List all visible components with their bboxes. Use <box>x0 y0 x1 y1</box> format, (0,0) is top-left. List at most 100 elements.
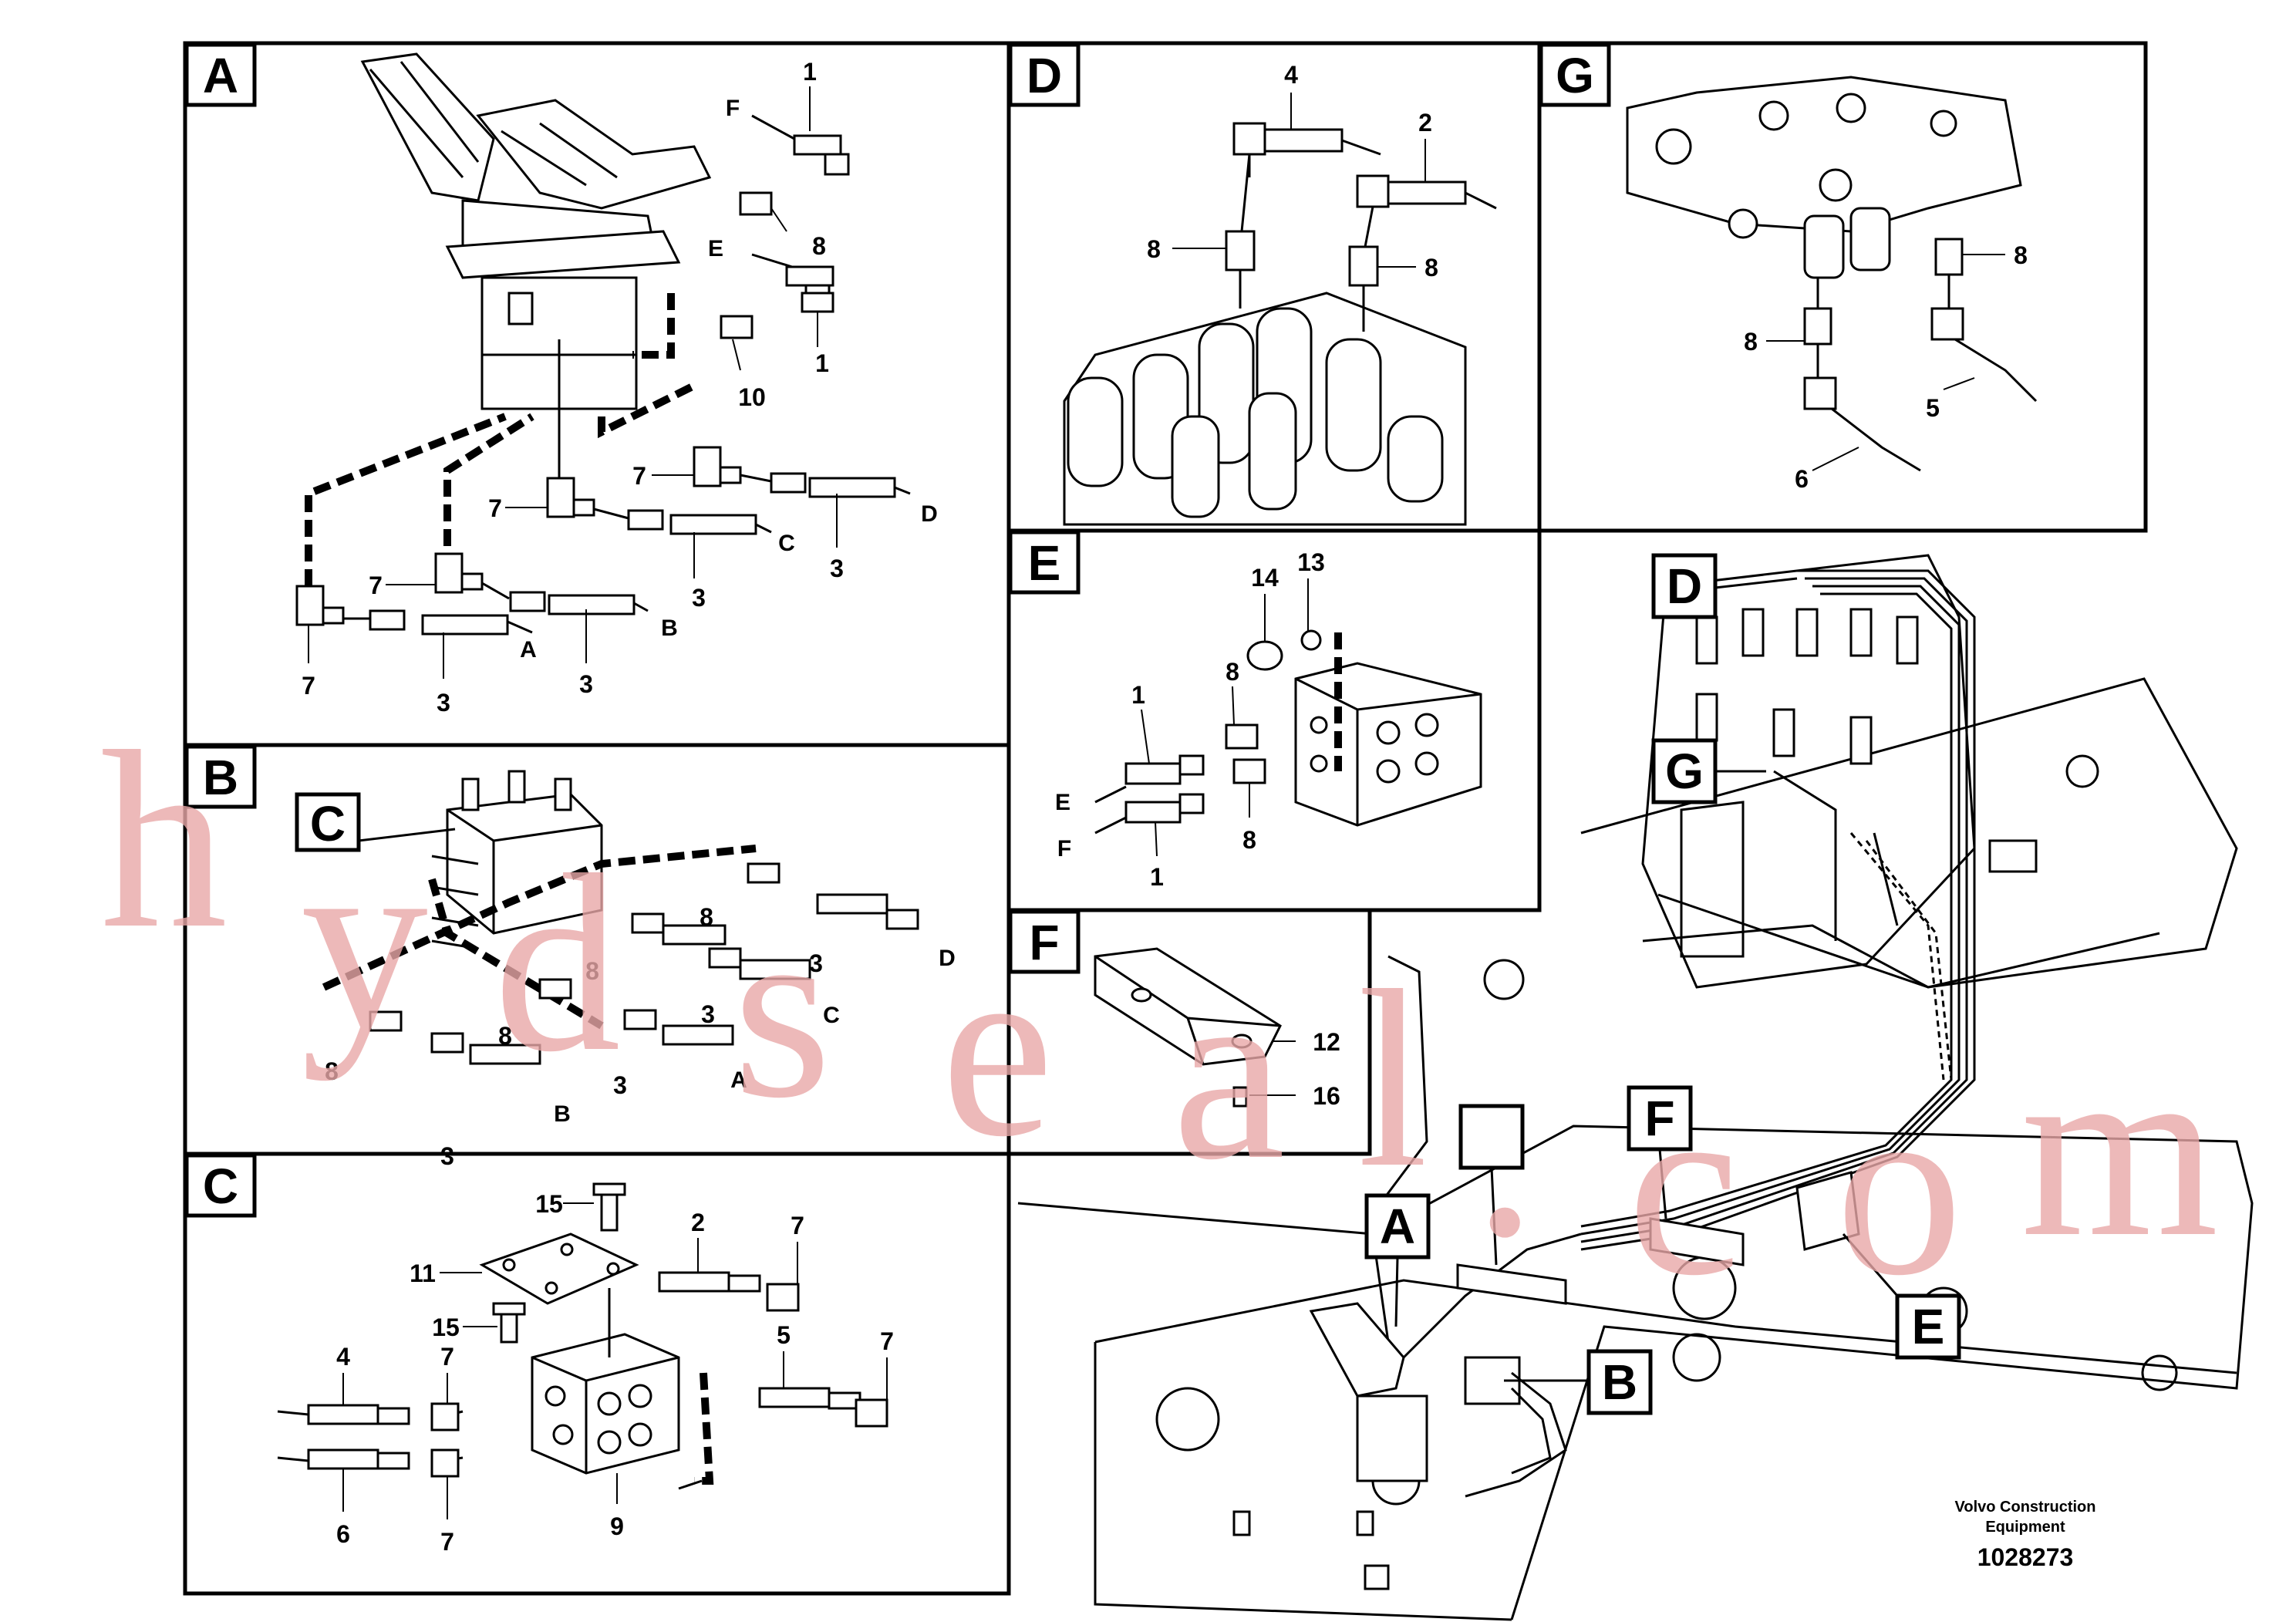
bracket-12 <box>1094 947 1282 1066</box>
tee-fitting <box>693 446 742 487</box>
callout-10: 10 <box>738 383 766 411</box>
svg-text:F: F <box>1644 1091 1674 1146</box>
callout-2: 2 <box>1418 109 1432 137</box>
overview-tag-d: D <box>1651 553 1718 619</box>
callout-b: B <box>661 615 678 641</box>
watermark: h y d s e a l . c o m <box>100 700 2219 1328</box>
callout-4: 4 <box>1284 61 1298 89</box>
panel-g-callout-lines <box>1766 254 2005 471</box>
o-ring-13 <box>1300 629 1322 651</box>
callout-3: 3 <box>579 670 593 698</box>
callout-7: 7 <box>302 672 315 700</box>
callout-8: 8 <box>1424 254 1438 282</box>
overview-tag-e: E <box>1895 1293 1961 1360</box>
watermark-letter-s: s <box>733 869 831 1151</box>
footer-brand-line1: Volvo Construction <box>1955 1499 2096 1516</box>
callout-6: 6 <box>1795 465 1809 493</box>
footer-brand-line2: Equipment <box>1985 1519 2065 1536</box>
callout-b: B <box>554 1101 571 1127</box>
callout-8: 8 <box>2014 241 2028 269</box>
callout-3: 3 <box>701 1000 715 1028</box>
overview-tag-f: F <box>1627 1085 1693 1152</box>
panel-f-drawing <box>1094 947 1282 1108</box>
callout-f: F <box>1057 836 1071 862</box>
callout-e: E <box>1055 790 1070 815</box>
watermark-letter-o: o <box>1836 1047 1963 1328</box>
overview-tag-a: A <box>1364 1193 1431 1259</box>
screw-16 <box>1232 1086 1248 1108</box>
svg-text:G: G <box>1665 744 1704 799</box>
svg-text:B: B <box>1602 1354 1637 1410</box>
watermark-letter-l: l <box>1357 939 1428 1220</box>
hose-a <box>343 609 533 636</box>
callout-14: 14 <box>1251 564 1279 592</box>
callout-c: C <box>823 1003 840 1028</box>
callout-8: 8 <box>585 957 599 985</box>
callout-e: E <box>708 236 723 261</box>
callout-9: 9 <box>610 1512 624 1540</box>
callout-8: 8 <box>1242 826 1256 854</box>
callout-7: 7 <box>632 462 646 490</box>
bolt-15 <box>500 1310 518 1344</box>
callout-8: 8 <box>1744 328 1758 356</box>
bolt-15 <box>600 1190 619 1232</box>
panel-b-drawing <box>322 770 919 1065</box>
callout-3: 3 <box>692 584 706 612</box>
callout-7: 7 <box>880 1327 894 1355</box>
callout-3: 3 <box>830 555 844 582</box>
elbow-7 <box>430 1402 460 1431</box>
callout-5: 5 <box>1926 394 1940 422</box>
adapter-8 <box>1348 245 1379 287</box>
callout-a: A <box>520 637 537 663</box>
svg-text:D: D <box>1027 48 1062 103</box>
overview-drawing <box>1017 554 2254 1621</box>
callout-2: 2 <box>691 1209 705 1236</box>
svg-text:A: A <box>203 48 238 103</box>
panel-c-drawing <box>277 1182 888 1490</box>
callout-3: 3 <box>440 1142 454 1170</box>
callout-13: 13 <box>1297 548 1325 576</box>
watermark-letter-y: y <box>301 800 428 1081</box>
callout-5: 5 <box>777 1321 791 1349</box>
pedal-left <box>360 52 495 202</box>
callout-15: 15 <box>432 1313 460 1341</box>
elbow-7 <box>430 1448 460 1478</box>
overview-leader-lines <box>1394 577 1899 1382</box>
callout-7: 7 <box>440 1528 454 1556</box>
callout-12: 12 <box>1313 1028 1340 1056</box>
panel-tag-e: E <box>1008 530 1081 595</box>
callout-7: 7 <box>369 572 383 599</box>
panel-tag-d: D <box>1008 42 1081 107</box>
overview-tag-b: B <box>1586 1349 1653 1415</box>
panel-a-callouts <box>308 86 838 679</box>
hose-f <box>751 114 850 176</box>
panel-tag-b: B <box>184 744 257 809</box>
adapter-8 <box>1225 723 1259 750</box>
svg-text:D: D <box>1667 558 1702 614</box>
callout-16: 16 <box>1313 1082 1340 1110</box>
hose-stack <box>431 855 479 950</box>
watermark-letter-c: c <box>1627 1047 1740 1328</box>
ref-tag-c: C <box>310 796 346 851</box>
elbow-7 <box>766 1283 800 1312</box>
overview-tag-blank <box>1458 1104 1525 1170</box>
callout-3: 3 <box>809 949 823 977</box>
hose-b <box>481 582 649 615</box>
adapter-8 <box>1803 307 1832 346</box>
callout-8: 8 <box>1226 658 1239 686</box>
adapter-10 <box>720 315 754 339</box>
mounting-plate-11 <box>479 1233 639 1305</box>
svg-text:F: F <box>1029 915 1059 970</box>
hose-c <box>593 508 772 535</box>
svg-text:B: B <box>203 750 238 805</box>
callout-7: 7 <box>791 1212 804 1239</box>
callout-8: 8 <box>700 903 713 931</box>
panel-tag-g: G <box>1539 42 1611 107</box>
adapter-8 <box>739 191 773 216</box>
pedal-base-plate <box>445 230 681 279</box>
panel-tag-a: A <box>184 42 257 107</box>
watermark-letter-m: m <box>2021 1008 2219 1290</box>
callout-7: 7 <box>440 1343 454 1371</box>
callout-8: 8 <box>498 1022 512 1050</box>
